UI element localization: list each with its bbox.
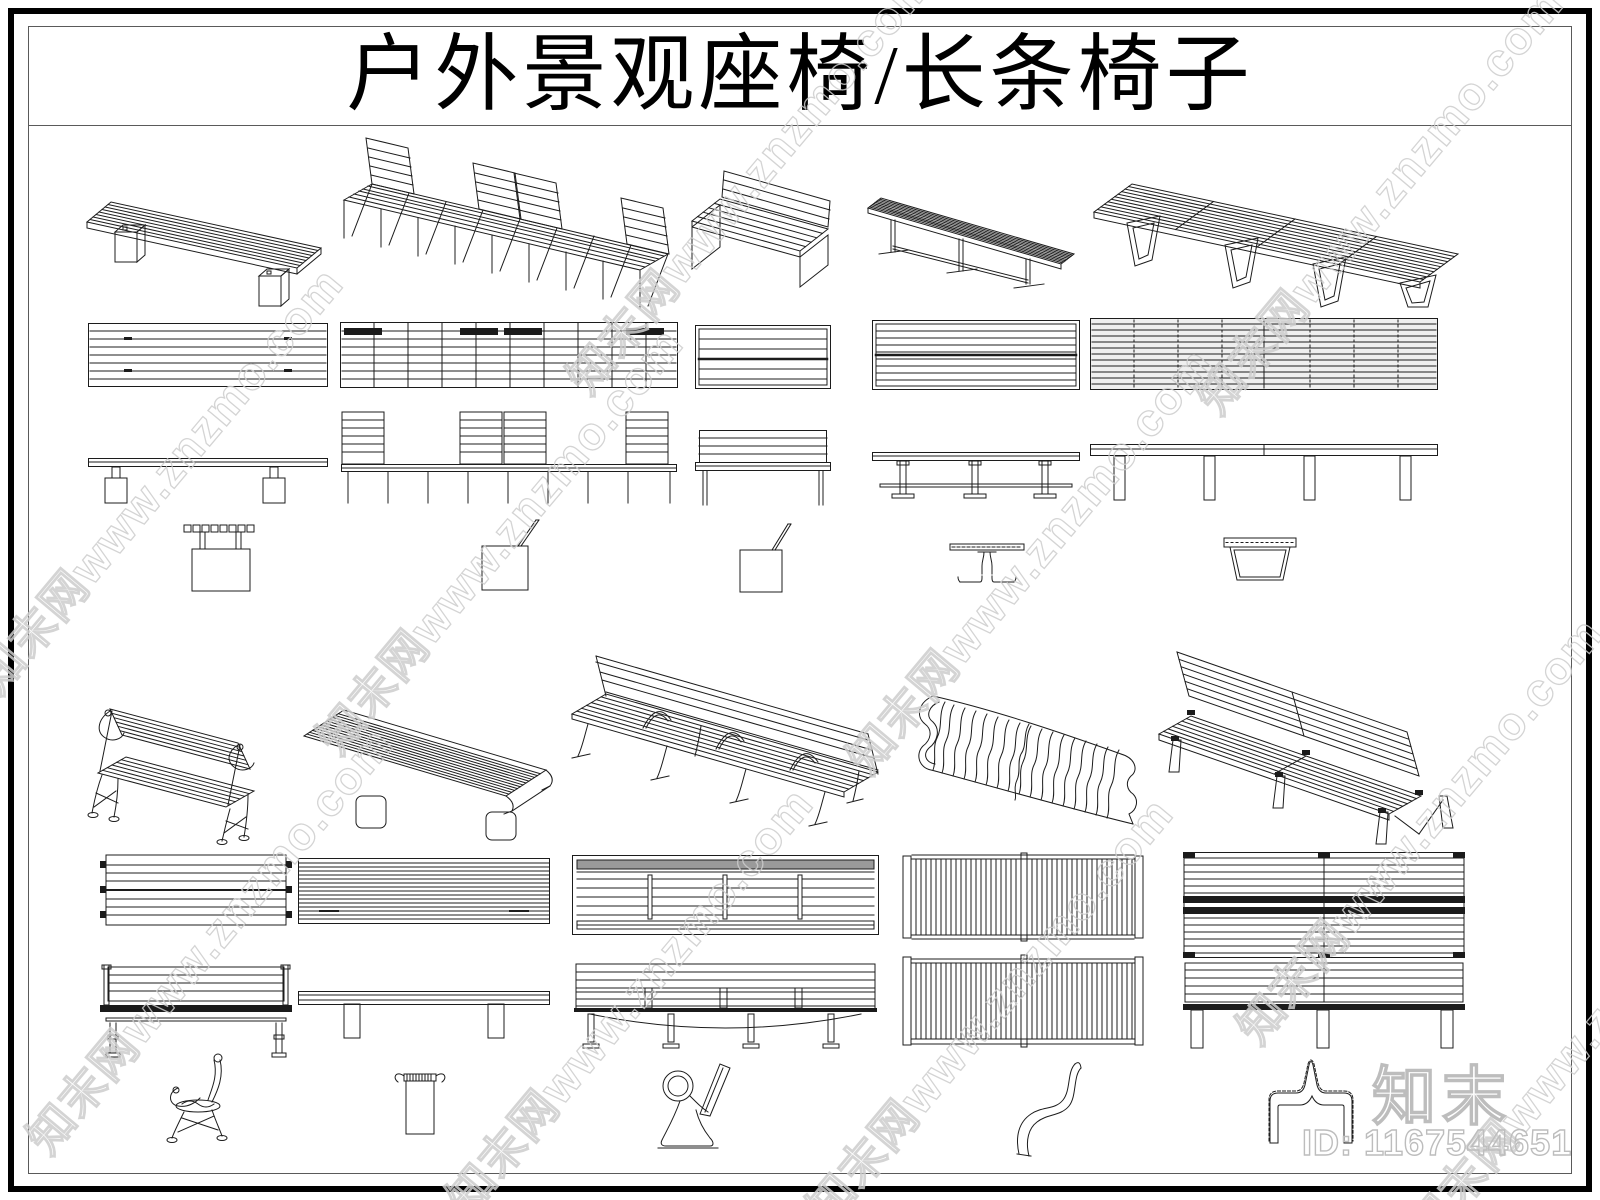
znzmo-logo: 知末: [1371, 1060, 1512, 1133]
modular-bench-plan: [340, 322, 678, 388]
curved-slab-bench-plan: [298, 858, 550, 924]
title-band: 户外景观座椅/长条椅子: [29, 27, 1571, 126]
splayed-leg-bench-elevation: [1183, 962, 1465, 1052]
curved-slab-bench-section: [388, 1060, 452, 1140]
modular-bench-elevation: [340, 402, 678, 504]
splayed-leg-bench-plan: [1183, 852, 1465, 958]
park-bench-plan: [100, 853, 292, 927]
splayed-leg-bench-section: [1262, 1055, 1360, 1147]
low-back-bench-elevation: [695, 428, 831, 506]
wave-rib-bench-section: [1005, 1058, 1097, 1158]
arched-divider-bench-perspective: [568, 648, 900, 846]
wave-rib-bench-perspective: [905, 658, 1151, 830]
sheet-id: ID: 1167544651: [1301, 1121, 1573, 1163]
inner-border: [28, 26, 1572, 1174]
pedestal-bench-elevation: [872, 438, 1080, 506]
modular-bench-perspective: [340, 130, 680, 310]
low-back-bench-perspective: [688, 165, 838, 290]
arched-divider-bench-section: [652, 1052, 744, 1150]
wave-rib-bench-elevation: [902, 954, 1144, 1049]
slat-bench-plan: [88, 323, 328, 387]
platform-bench-plan: [1090, 318, 1438, 390]
outer-border: [8, 8, 1592, 1192]
park-bench-perspective: [87, 695, 300, 845]
slat-bench-perspective: [85, 180, 335, 310]
platform-bench-elevation: [1090, 440, 1438, 502]
park-bench-section: [162, 1048, 240, 1146]
low-back-bench-section: [738, 520, 800, 596]
curved-slab-bench-perspective: [300, 700, 553, 842]
park-bench-elevation: [100, 964, 292, 1059]
slat-bench-elevation: [88, 430, 328, 504]
splayed-leg-bench-perspective: [1155, 648, 1460, 846]
arched-divider-bench-plan: [572, 855, 879, 935]
curved-slab-bench-elevation: [298, 985, 550, 1045]
pedestal-bench-perspective: [865, 180, 1077, 292]
platform-bench-section: [1222, 532, 1298, 586]
pedestal-bench-section: [948, 532, 1026, 594]
wave-rib-bench-plan: [902, 852, 1144, 942]
slat-bench-section: [178, 515, 266, 597]
low-back-bench-plan: [695, 325, 831, 389]
modular-bench-section: [478, 518, 544, 594]
platform-bench-perspective: [1090, 150, 1462, 310]
pedestal-bench-plan: [872, 320, 1080, 390]
page-title: 户外景观座椅/长条椅子: [346, 29, 1254, 122]
arched-divider-bench-elevation: [572, 958, 879, 1052]
